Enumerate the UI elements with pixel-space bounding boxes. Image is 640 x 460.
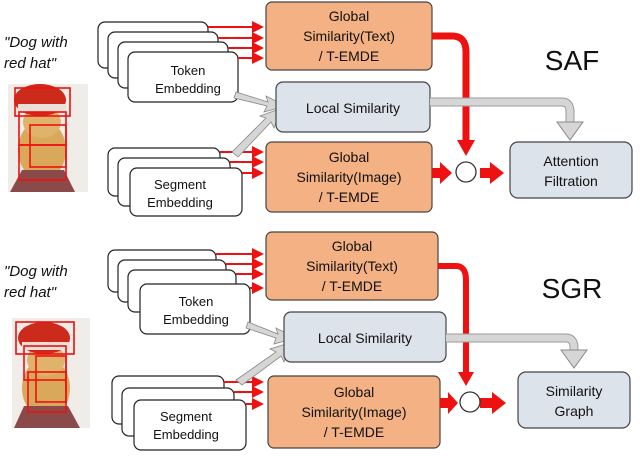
saf-output-l1: Attention [543,153,598,169]
sgr-global-text-l1: Global [332,238,372,254]
sgr-global-image-box: Global Similarity(Image) / T-EMDE [267,375,441,449]
saf-output-box: Attention Filtration [509,141,633,199]
sgr-global-image-l3: / T-EMDE [324,424,384,440]
sgr-token-red-arrows [216,248,264,294]
saf-global-text-l1: Global [329,8,369,24]
sgr-output-box: Similarity Graph [517,371,631,429]
saf-segment-label-1: Segment [154,177,206,192]
sgr-local-to-output-arrow [446,333,588,369]
sgr-caption-line1: "Dog with [4,263,68,280]
saf-global-text-box: Global Similarity(Text) / T-EMDE [265,1,433,71]
sgr-global-text-l2: Similarity(Text) [306,258,398,274]
sgr-local-similarity-box: Local Similarity [283,311,447,363]
sgr-segment-label-1: Segment [160,409,212,424]
sgr-output-l2: Graph [555,403,594,419]
saf-local-similarity-box: Local Similarity [275,81,431,133]
sgr-token-label-2: Embedding [163,312,229,327]
sgr-global-text-box: Global Similarity(Text) / T-EMDE [265,231,439,301]
saf-token-label-1: Token [171,63,206,78]
sgr-token-embedding-stack: Token Embedding [107,249,251,335]
saf-global-image-box: Global Similarity(Image) / T-EMDE [265,141,433,213]
saf-local-label: Local Similarity [306,100,400,116]
saf-global-image-l3: / T-EMDE [319,189,379,205]
sgr-panel: "Dog with red hat" Token Embedding [4,231,631,451]
saf-fusion-arrows [432,32,504,184]
saf-method-label: SAF [545,45,599,76]
saf-panel: "Dog with red hat" Token Embedding [4,1,633,217]
sgr-local-label: Local Similarity [318,330,412,346]
sgr-fusion-arrows [438,263,506,414]
saf-token-label-2: Embedding [155,81,221,96]
sgr-global-text-l3: / T-EMDE [322,278,382,294]
sgr-global-image-l1: Global [334,384,374,400]
sgr-dog-image [12,318,90,428]
saf-token-embedding-stack: Token Embedding [97,21,239,103]
saf-global-text-l3: / T-EMDE [319,48,379,64]
saf-segment-embedding-stack: Segment Embedding [107,147,243,217]
saf-dog-image [8,84,88,192]
sgr-token-label-1: Token [179,294,214,309]
saf-global-image-l1: Global [329,149,369,165]
sgr-fusion-node [459,391,481,413]
sgr-output-l1: Similarity [546,383,603,399]
saf-caption-line2: red hat" [4,55,57,72]
sgr-segment-label-2: Embedding [153,427,219,442]
saf-caption-line1: "Dog with [4,34,68,51]
saf-output-l2: Filtration [544,173,598,189]
saf-global-text-l2: Similarity(Text) [303,28,395,44]
saf-global-image-l2: Similarity(Image) [296,169,401,185]
sgr-global-image-l2: Similarity(Image) [301,404,406,420]
saf-token-red-arrows [208,21,264,64]
sgr-caption-line2: red hat" [4,284,57,301]
saf-local-to-output-arrow [430,97,584,141]
sgr-segment-embedding-stack: Segment Embedding [111,375,247,451]
saf-segment-label-2: Embedding [147,195,213,210]
saf-fusion-node [455,161,477,183]
sgr-method-label: SGR [542,273,603,304]
